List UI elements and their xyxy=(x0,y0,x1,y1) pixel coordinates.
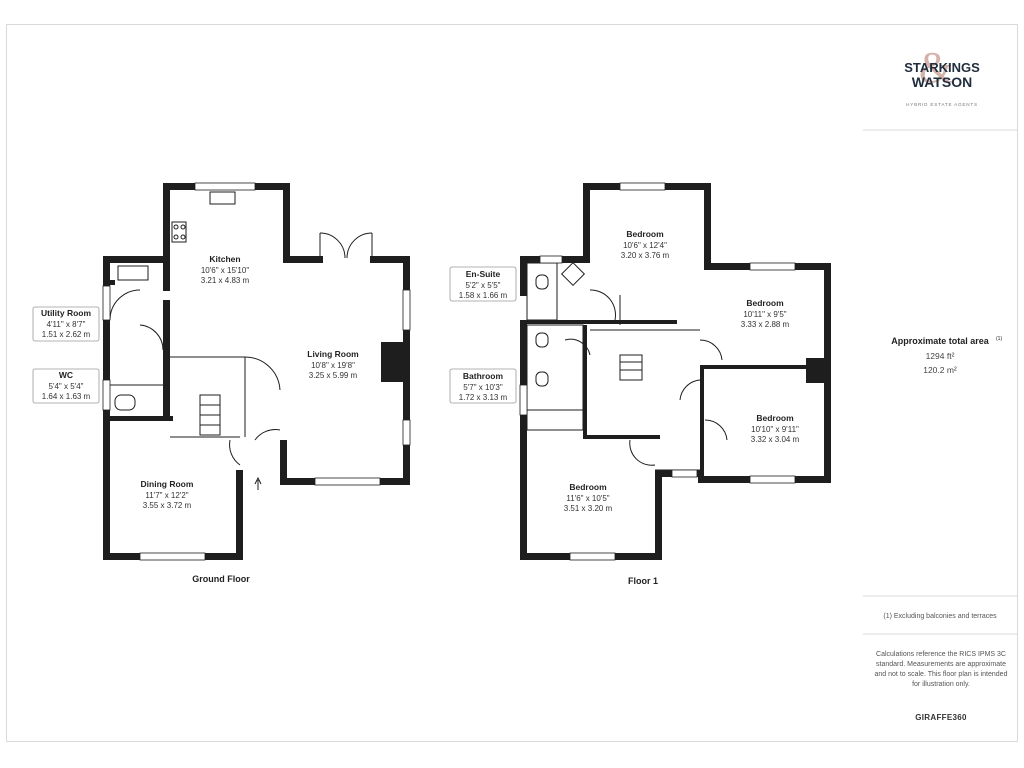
svg-text:WC: WC xyxy=(59,370,73,380)
svg-text:3.32 x 3.04 m: 3.32 x 3.04 m xyxy=(751,435,800,444)
room-label-utility: Utility Room 4'11" x 8'7" 1.51 x 2.62 m xyxy=(32,306,100,342)
svg-text:4'11" x 8'7": 4'11" x 8'7" xyxy=(47,320,86,329)
svg-text:WATSON: WATSON xyxy=(912,74,972,90)
ground-floor-windows xyxy=(102,182,411,561)
svg-text:En-Suite: En-Suite xyxy=(466,269,501,279)
svg-text:HYBRID ESTATE AGENTS: HYBRID ESTATE AGENTS xyxy=(906,102,978,107)
room-label-dining: Dining Room 11'7" x 12'2" 3.55 x 3.72 m xyxy=(141,479,194,510)
svg-text:STARKINGS: STARKINGS xyxy=(904,60,980,75)
room-label-living: Living Room 10'8" x 19'8" 3.25 x 5.99 m xyxy=(307,349,359,380)
svg-text:5'7" x 10'3": 5'7" x 10'3" xyxy=(463,383,503,392)
ampersand-mark: & xyxy=(919,43,953,92)
svg-text:10'8" x 19'8": 10'8" x 19'8" xyxy=(311,361,355,370)
svg-text:5'2" x 5'5": 5'2" x 5'5" xyxy=(466,281,501,290)
svg-text:3.33 x 2.88 m: 3.33 x 2.88 m xyxy=(741,320,790,329)
area-summary: Approximate total area (1) 1294 ft² 120.… xyxy=(891,336,1002,375)
svg-text:1.51 x 2.62 m: 1.51 x 2.62 m xyxy=(42,330,91,339)
first-floor-windows xyxy=(519,182,796,561)
svg-text:11'7" x 12'2": 11'7" x 12'2" xyxy=(145,491,188,500)
svg-text:10'11" x 9'5": 10'11" x 9'5" xyxy=(743,310,786,319)
room-label-kitchen: Kitchen 10'6" x 15'10" 3.21 x 4.83 m xyxy=(201,254,250,285)
room-label-bathroom: Bathroom 5'7" x 10'3" 1.72 x 3.13 m xyxy=(449,368,517,404)
svg-text:Bedroom: Bedroom xyxy=(569,482,607,492)
svg-text:3.55 x 3.72 m: 3.55 x 3.72 m xyxy=(143,501,192,510)
room-label-bedroom-right: Bedroom 10'11" x 9'5" 3.33 x 2.88 m xyxy=(741,298,790,329)
svg-text:Dining Room: Dining Room xyxy=(141,479,194,489)
ground-floor-fixtures xyxy=(109,191,373,490)
svg-text:Bedroom: Bedroom xyxy=(626,229,664,239)
svg-text:3.51 x 3.20 m: 3.51 x 3.20 m xyxy=(564,504,613,513)
svg-text:Bathroom: Bathroom xyxy=(463,371,504,381)
first-floor-fixtures xyxy=(526,261,728,471)
giraffe360-credit: GIRAFFE360 xyxy=(915,713,967,722)
footnote-text: (1) Excluding balconies and terraces xyxy=(883,613,997,620)
svg-text:3.21 x 4.83 m: 3.21 x 4.83 m xyxy=(201,276,250,285)
svg-text:10'6" x 12'4": 10'6" x 12'4" xyxy=(623,241,667,250)
svg-text:11'6" x 10'5": 11'6" x 10'5" xyxy=(566,494,609,503)
room-label-bedroom-mid: Bedroom 10'10" x 9'11" 3.32 x 3.04 m xyxy=(751,413,800,444)
svg-text:3.20 x 3.76 m: 3.20 x 3.76 m xyxy=(621,251,670,260)
svg-text:Living Room: Living Room xyxy=(307,349,359,359)
svg-text:1.64 x 1.63 m: 1.64 x 1.63 m xyxy=(42,392,91,401)
area-sqft: 1294 ft² xyxy=(926,351,955,361)
area-sqm: 120.2 m² xyxy=(923,365,957,375)
svg-text:Bedroom: Bedroom xyxy=(746,298,784,308)
room-label-bedroom-top: Bedroom 10'6" x 12'4" 3.20 x 3.76 m xyxy=(621,229,670,260)
area-title-sup: (1) xyxy=(996,336,1002,342)
svg-text:10'6" x 15'10": 10'6" x 15'10" xyxy=(201,266,249,275)
room-label-ensuite: En-Suite 5'2" x 5'5" 1.58 x 1.66 m xyxy=(449,266,517,302)
floor-label-first: Floor 1 xyxy=(628,576,658,586)
svg-text:1.58 x 1.66 m: 1.58 x 1.66 m xyxy=(459,291,508,300)
svg-text:3.25 x 5.99 m: 3.25 x 5.99 m xyxy=(309,371,358,380)
disclaimer-text: Calculations reference the RICS IPMS 3C … xyxy=(874,651,1008,688)
brand-logo: & STARKINGS WATSON HYBRID ESTATE AGENTS xyxy=(904,43,980,107)
svg-text:10'10" x 9'11": 10'10" x 9'11" xyxy=(751,425,799,434)
svg-text:1.72 x 3.13 m: 1.72 x 3.13 m xyxy=(459,393,508,402)
floor-label-ground: Ground Floor xyxy=(192,574,250,584)
svg-text:Utility Room: Utility Room xyxy=(41,308,91,318)
plan-frame xyxy=(6,24,1018,742)
svg-text:Bedroom: Bedroom xyxy=(756,413,794,423)
room-label-bedroom-bottom: Bedroom 11'6" x 10'5" 3.51 x 3.20 m xyxy=(564,482,613,513)
svg-text:Kitchen: Kitchen xyxy=(209,254,240,264)
room-label-wc: WC 5'4" x 5'4" 1.64 x 1.63 m xyxy=(32,368,100,404)
area-title: Approximate total area xyxy=(891,336,990,346)
svg-text:5'4" x 5'4": 5'4" x 5'4" xyxy=(49,382,84,391)
